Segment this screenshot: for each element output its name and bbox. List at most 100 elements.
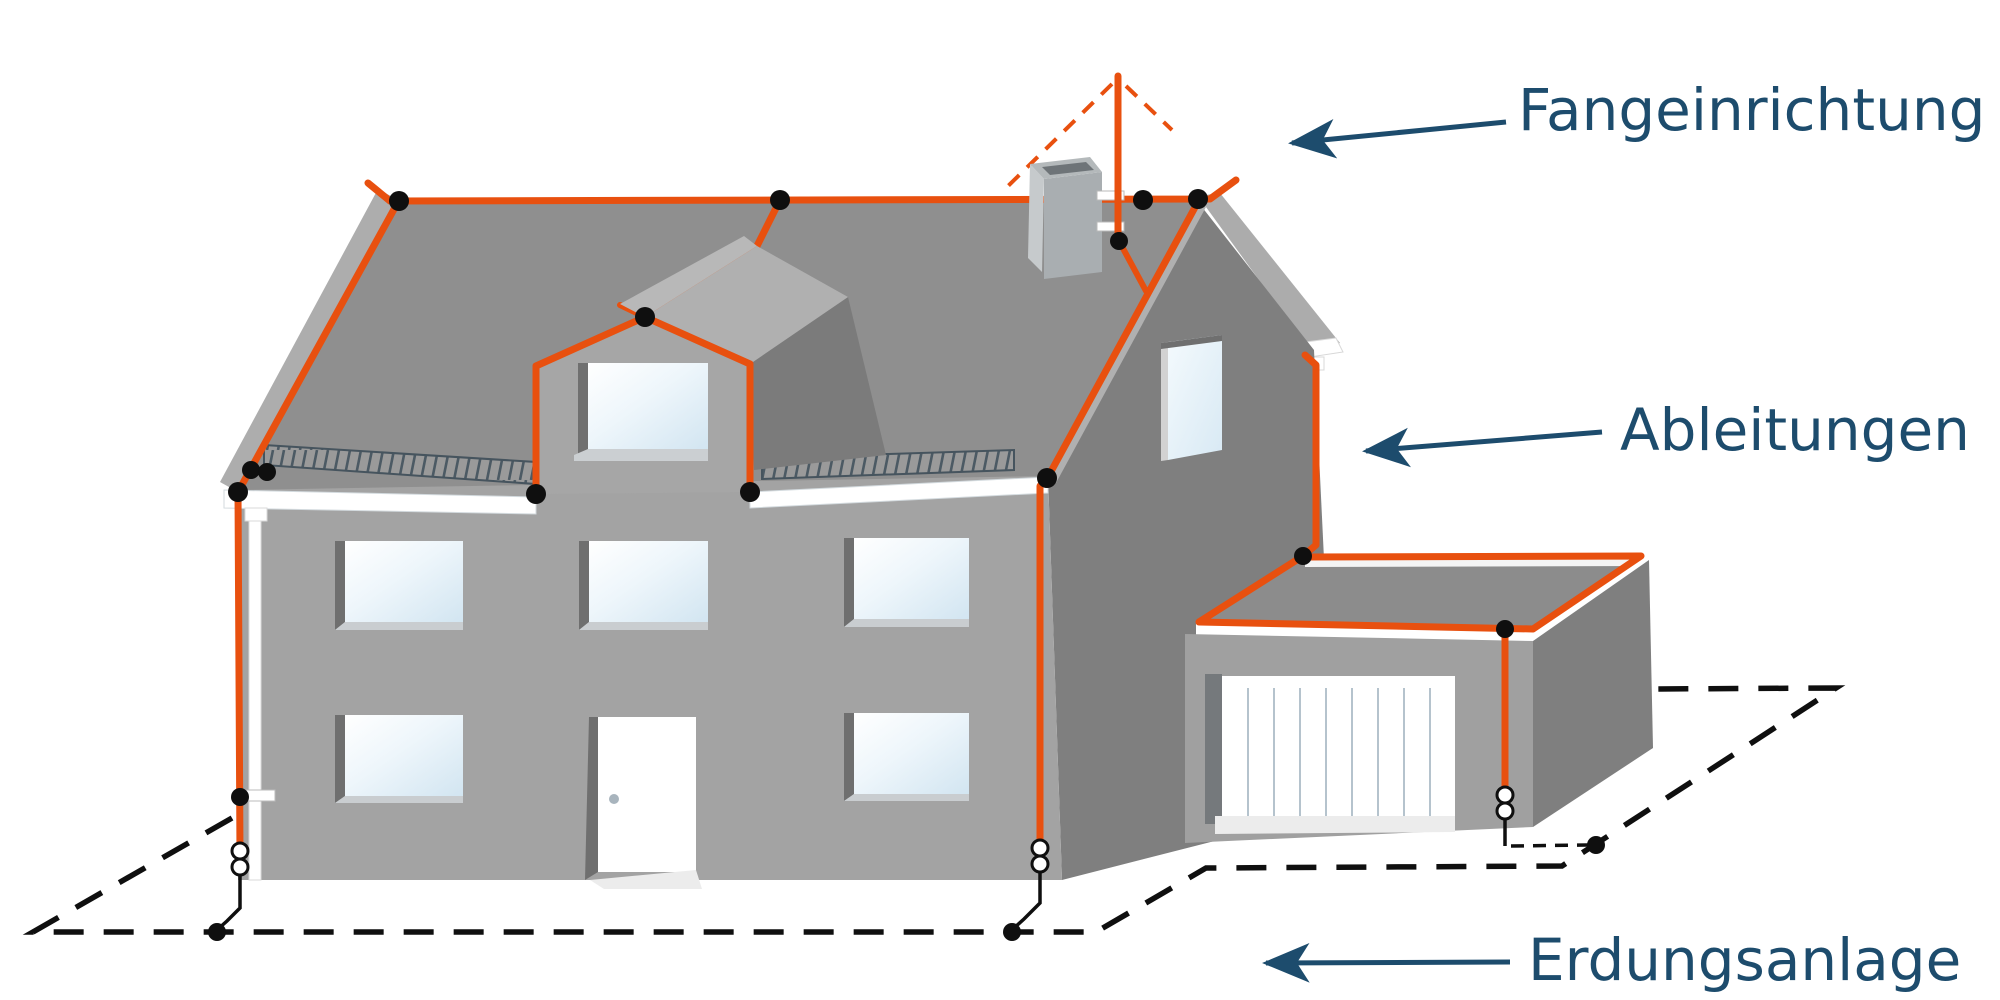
dormer-conductor-left	[532, 313, 649, 498]
door-threshold	[590, 870, 702, 889]
connection-dot	[635, 307, 655, 327]
back-roof-edge	[1198, 193, 1340, 353]
test-clamp	[1030, 838, 1050, 858]
window-sill	[335, 622, 463, 630]
connection-dot	[1110, 232, 1128, 250]
dormer-roof	[645, 246, 848, 364]
rod-roof-connector	[1116, 238, 1149, 294]
window-sill	[574, 449, 708, 461]
test-clamp	[1030, 854, 1050, 874]
annotations: Fangeinrichtung Ableitungen Erdungsanlag…	[1262, 76, 1985, 994]
connection-dot	[1188, 189, 1208, 209]
label-erdungsanlage: Erdungsanlage	[1528, 926, 1961, 994]
label-ableitungen: Ableitungen	[1620, 396, 1970, 464]
dormer-window	[574, 363, 708, 461]
window-reveal	[844, 538, 854, 627]
rod-bracket	[1096, 221, 1125, 232]
earth-lead-garage-dash	[1510, 843, 1589, 848]
window-glass	[854, 713, 969, 794]
earth-lead-right	[1011, 872, 1042, 931]
window-lower-left	[335, 715, 463, 803]
gable-window	[1161, 335, 1222, 461]
connection-dot	[389, 191, 409, 211]
window-reveal	[578, 363, 588, 455]
connection-dot	[740, 482, 760, 502]
garage-door	[1205, 674, 1455, 834]
garage-door-slats	[1247, 688, 1431, 816]
window-reveal-top	[1161, 335, 1222, 349]
front-door	[585, 717, 702, 889]
test-clamp	[230, 857, 250, 877]
connection-points	[208, 189, 1605, 941]
eave-fascia-left	[223, 489, 537, 515]
dormer	[532, 236, 886, 498]
connection-dot	[1037, 468, 1057, 488]
garage-door-panel	[1222, 676, 1455, 822]
window-glass	[589, 541, 708, 622]
window-reveal	[844, 713, 854, 801]
dormer-shadow	[750, 297, 886, 470]
garage-side-wall	[1533, 560, 1653, 827]
test-clamp	[1495, 801, 1515, 821]
gutter-outlet-left	[244, 507, 268, 522]
window-upper-center	[579, 541, 708, 630]
protection-angle-dash-right	[1124, 84, 1174, 132]
window-upper-left	[335, 541, 463, 630]
test-clamp	[1495, 785, 1515, 805]
roof-left-verge	[220, 189, 398, 492]
window-sill	[579, 622, 708, 630]
connection-dot	[258, 463, 276, 481]
connection-dot	[1133, 190, 1153, 210]
window-glass	[345, 541, 463, 622]
window-glass	[854, 538, 969, 619]
chimney-flue	[1042, 162, 1094, 175]
window-upper-right	[844, 538, 969, 627]
connection-dot	[770, 190, 790, 210]
window-reveal	[579, 541, 589, 630]
window-sill	[844, 619, 969, 627]
earthing-system	[22, 685, 1846, 935]
ring-earth-electrode	[22, 685, 1846, 935]
garage-front-fascia	[1196, 624, 1533, 643]
downspout	[248, 520, 262, 881]
test-clamp	[230, 841, 250, 861]
arrow-erdungsanlage	[1262, 943, 1511, 983]
arrow-ableitungen	[1362, 427, 1603, 468]
label-fangeinrichtung: Fangeinrichtung	[1518, 76, 1985, 144]
window-lower-right	[844, 713, 969, 801]
connection-dot	[208, 923, 226, 941]
connection-dot	[526, 484, 546, 504]
door-reveal	[585, 717, 598, 880]
garage-door-sill	[1215, 816, 1455, 834]
garage	[1185, 351, 1653, 843]
eave-fascia-right	[749, 476, 1049, 509]
roof-right-verge	[1048, 200, 1206, 483]
ridge-conductor	[364, 176, 1240, 205]
window-sill	[844, 794, 969, 801]
window-reveal	[1161, 342, 1168, 461]
connection-dot	[1496, 620, 1514, 638]
window-glass	[1168, 335, 1222, 460]
rod-bracket	[1096, 190, 1125, 201]
window-reveal	[335, 541, 345, 630]
connection-dot	[1587, 836, 1605, 854]
garage-roof	[1199, 556, 1638, 629]
connection-dot	[231, 788, 249, 806]
window-reveal	[335, 715, 345, 803]
garage-door-reveal	[1205, 674, 1222, 824]
chimney-side	[1028, 164, 1044, 272]
chimney-front	[1044, 172, 1102, 279]
dormer-conductor-right	[641, 313, 754, 496]
garage-right-fascia	[1533, 557, 1648, 640]
garage-roof-conductor	[1195, 351, 1645, 633]
connection-dot	[1294, 547, 1312, 565]
door-handle	[609, 794, 619, 804]
window-glass	[345, 715, 463, 796]
connection-dot	[228, 482, 248, 502]
arrow-fangeinrichtung	[1288, 119, 1507, 159]
connection-dot	[242, 461, 260, 479]
window-sill	[335, 796, 463, 803]
chimney	[1028, 157, 1125, 279]
